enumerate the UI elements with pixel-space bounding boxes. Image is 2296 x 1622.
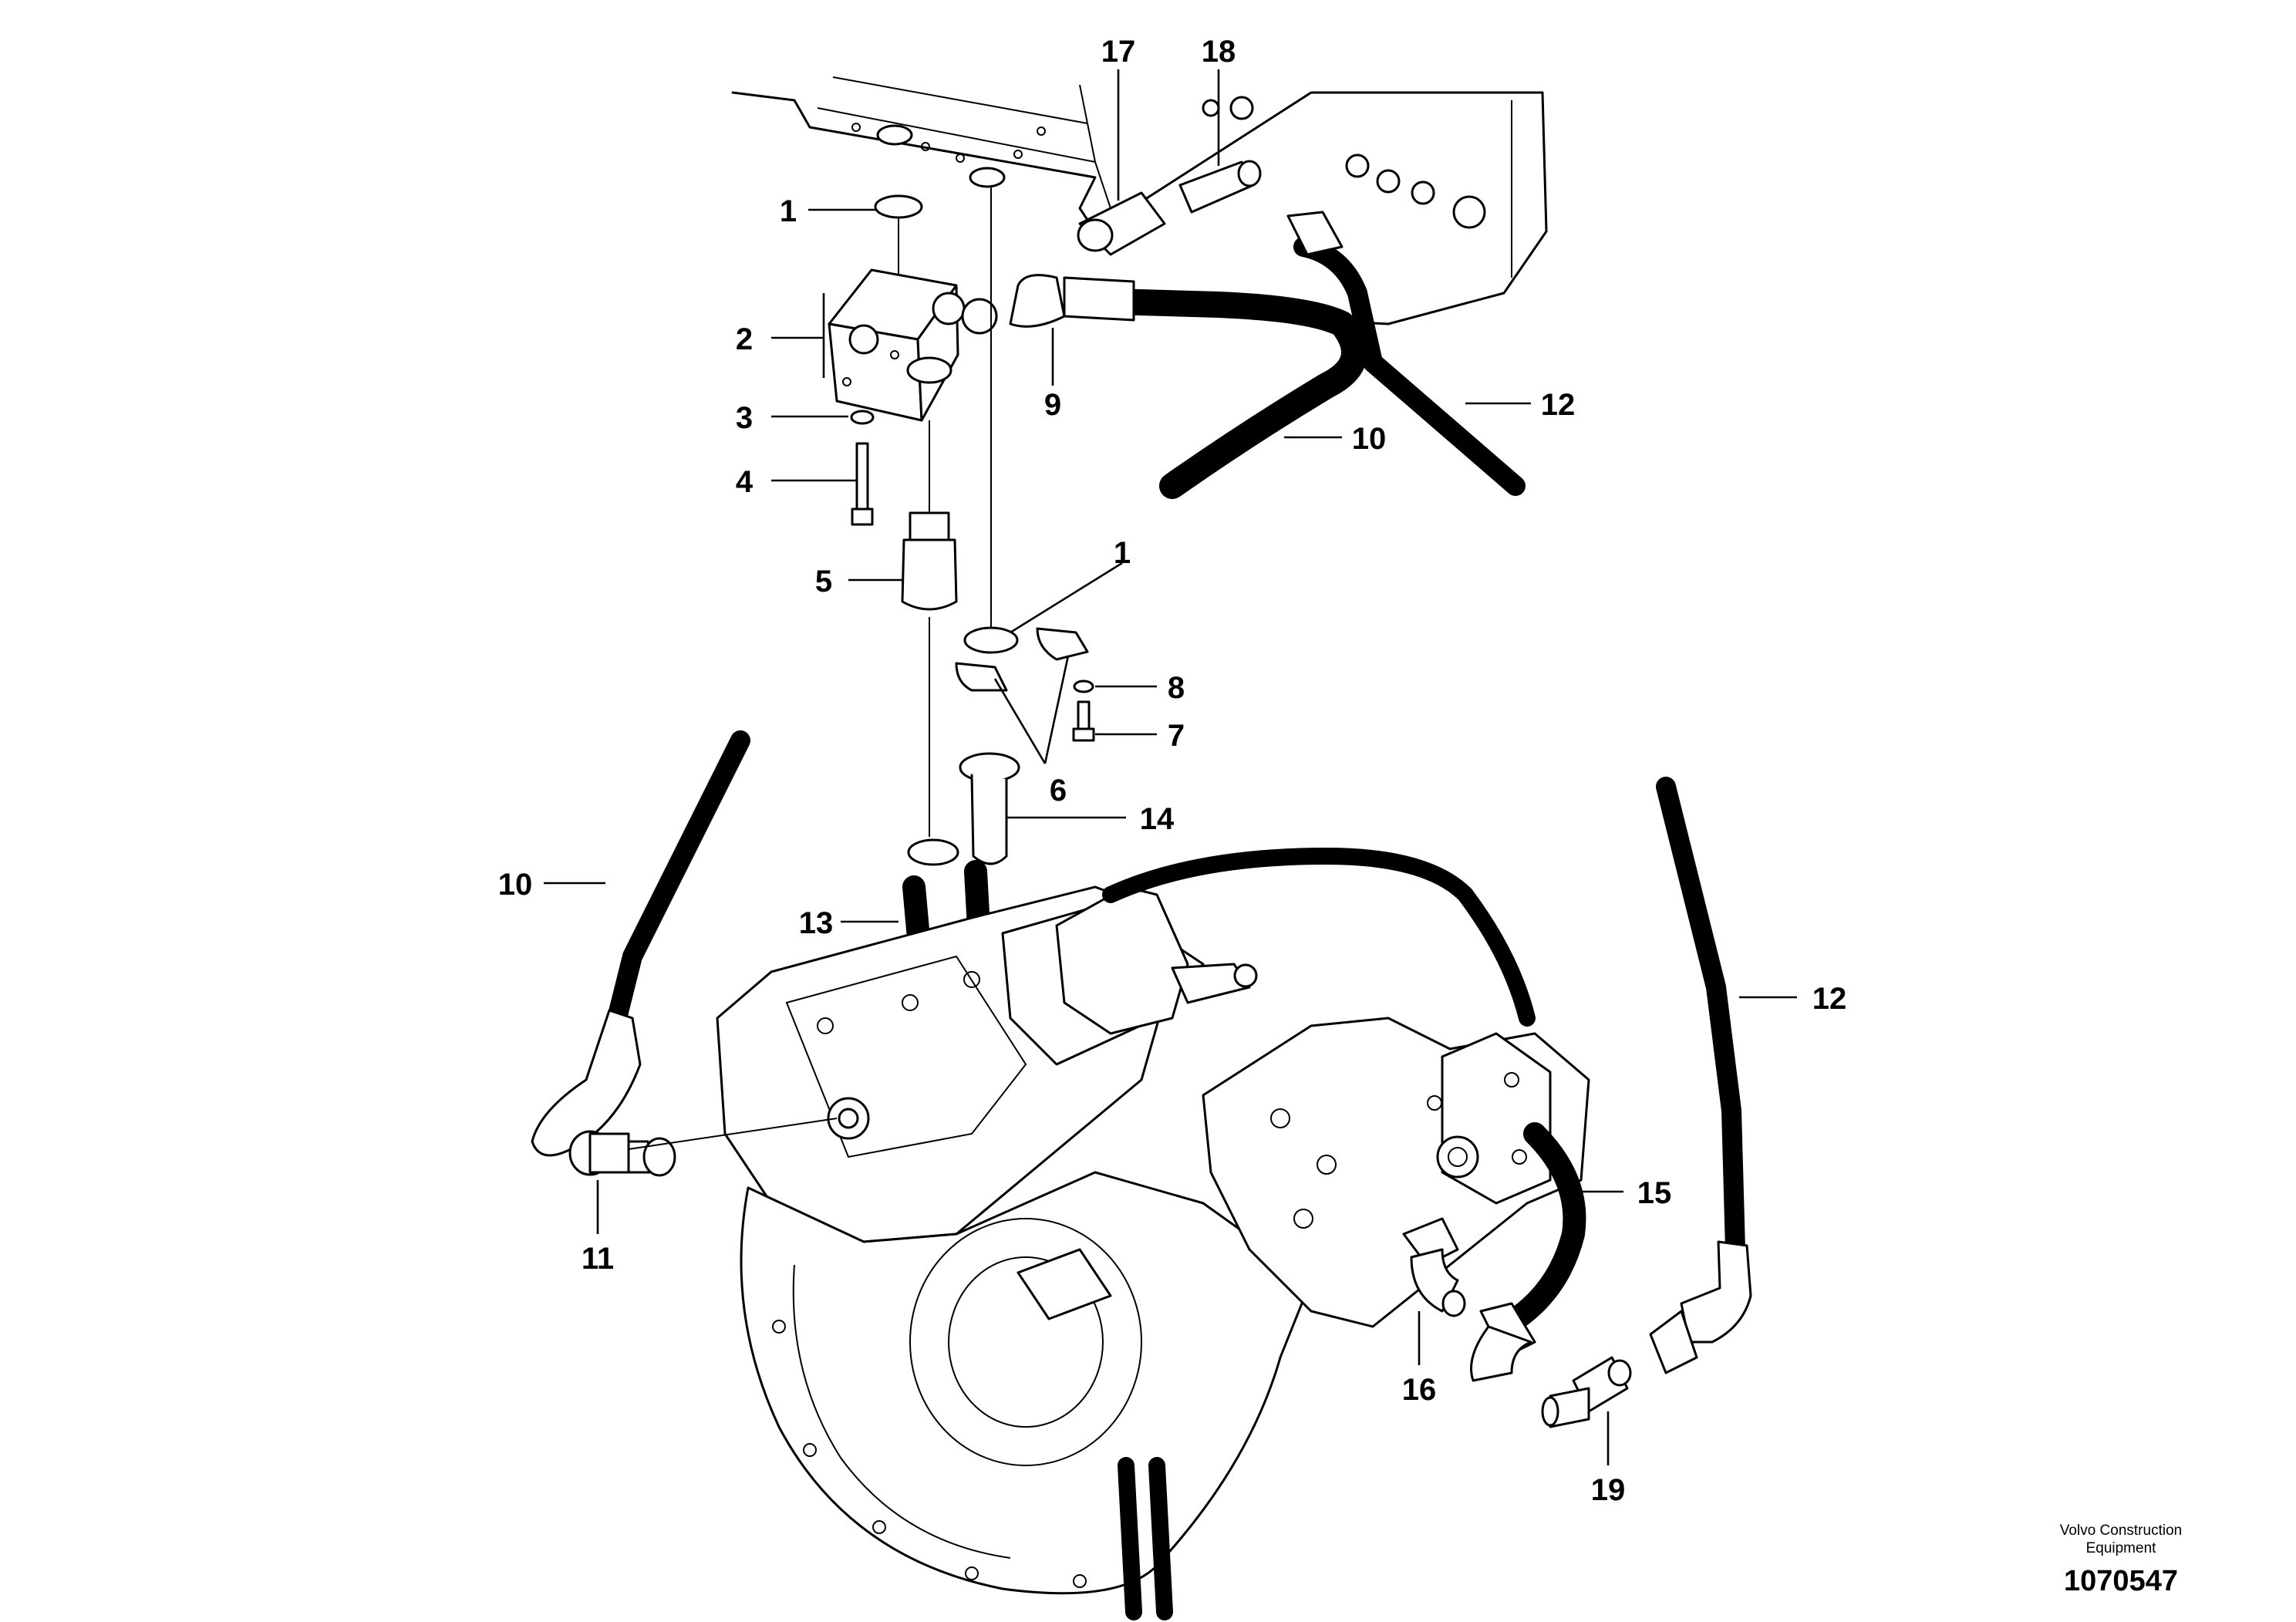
- callout-5: 5: [815, 565, 832, 599]
- callout-1-lower: 1: [1114, 536, 1131, 570]
- figure-number: 1070547: [2064, 1565, 2178, 1597]
- fitting-16: [1402, 1217, 1466, 1317]
- callout-11: 11: [582, 1242, 614, 1276]
- callout-8: 8: [1168, 671, 1185, 705]
- callout-16: 16: [1402, 1373, 1437, 1407]
- washer-8: [1073, 679, 1094, 693]
- hose-10-lower: [531, 730, 750, 1177]
- callout-10-lower: 10: [498, 868, 533, 902]
- hose-lower-exit: [1118, 1457, 1173, 1620]
- adapter-5: [901, 511, 958, 611]
- callout-4: 4: [736, 465, 754, 499]
- callout-17: 17: [1101, 35, 1136, 69]
- callout-10-upper: 10: [1352, 422, 1387, 456]
- pump-housing: [716, 885, 1590, 1595]
- callout-1-top: 1: [780, 194, 797, 228]
- fitting-18: [1178, 160, 1262, 214]
- callout-12-upper: 12: [1541, 388, 1576, 422]
- tee-19: [1541, 1356, 1632, 1428]
- plug-11: [568, 1130, 630, 1176]
- washer-3: [850, 410, 875, 425]
- hose-12-upper: [1286, 211, 1526, 496]
- credit-line-2: Equipment: [2086, 1540, 2157, 1556]
- hose-10-upper: [1009, 274, 1367, 499]
- callout-2: 2: [736, 322, 753, 356]
- o-ring-lower: [963, 626, 1019, 654]
- callout-9: 9: [1044, 388, 1061, 422]
- callout-labels: 1 2 3 4 5 1 8 7 6 14 13 10 10 9 12 12 17…: [498, 35, 1847, 1507]
- callout-18: 18: [1202, 35, 1236, 69]
- hose-12-lower: [1649, 777, 1752, 1374]
- callout-15: 15: [1637, 1176, 1672, 1210]
- credit-block: Volvo Construction Equipment 1070547: [2060, 1523, 2182, 1597]
- fitting-17: [1077, 191, 1166, 256]
- leader-lines: [544, 69, 1797, 1465]
- callout-6: 6: [1050, 774, 1067, 808]
- tube-14: [959, 752, 1020, 865]
- callout-13: 13: [799, 906, 834, 940]
- hose-15: [1102, 848, 1586, 1382]
- manifold-block: [828, 268, 998, 422]
- callout-3: 3: [736, 401, 753, 435]
- bolt-4: [851, 442, 874, 526]
- callout-19: 19: [1591, 1473, 1626, 1507]
- callout-7: 7: [1168, 719, 1185, 753]
- credit-line-1: Volvo Construction: [2060, 1523, 2182, 1539]
- o-ring-top: [874, 194, 923, 219]
- bolt-7: [1072, 700, 1095, 742]
- callout-12-lower: 12: [1812, 982, 1847, 1016]
- callout-14: 14: [1140, 802, 1175, 836]
